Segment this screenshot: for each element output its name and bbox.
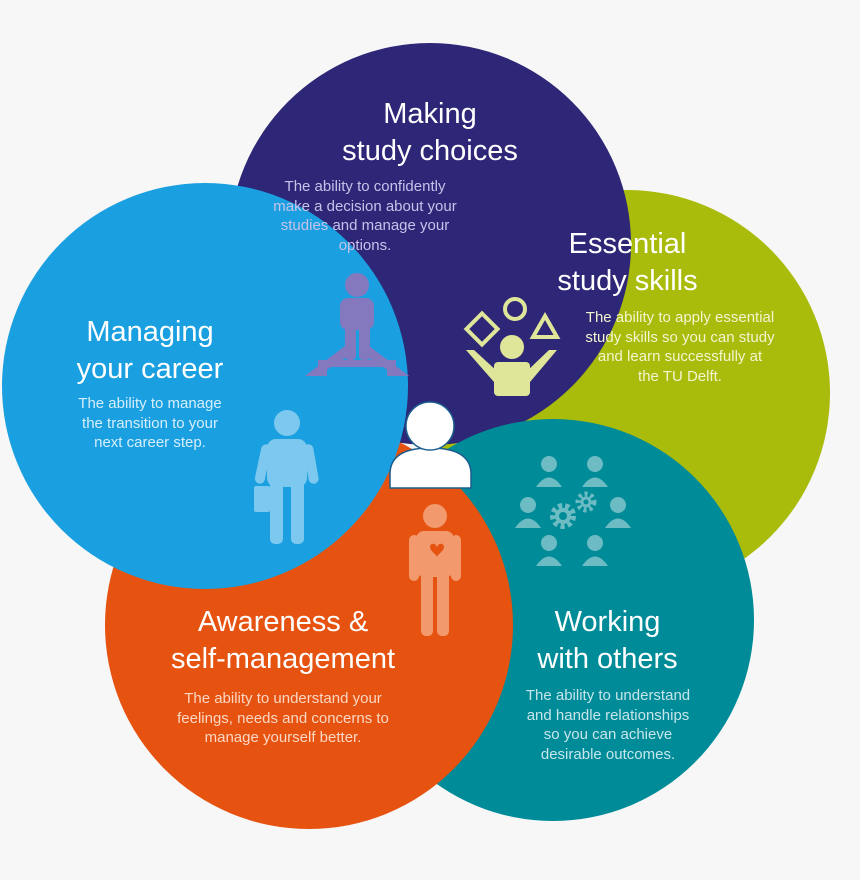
person-juggling-shapes-icon [463,297,561,348]
team-with-gears-icon [515,456,631,566]
businessman-with-briefcase-icon [254,410,319,544]
person-with-heart-icon [409,504,461,636]
person-at-crossroads-icon [305,273,409,376]
working-with-others-title: Working with others [537,606,678,675]
awareness-title: Awareness & self-management [170,606,396,675]
career-title: Managing your career [76,316,224,385]
awareness-description: The ability to understand your feelings,… [177,690,389,746]
juggler-body [466,335,557,396]
career-description: The ability to manage the transition to … [78,395,222,451]
heart-icon [430,543,444,557]
circle-managing-career [2,183,408,589]
study-skills-description: The ability to apply essential study ski… [585,309,775,385]
working-with-others-description: The ability to understand and handle rel… [525,687,691,763]
study-skills-title: Essential study skills [557,228,698,297]
student-avatar-icon [389,401,472,489]
study-choices-description: The ability to confidently make a decisi… [273,178,457,254]
gear-icon [550,491,597,529]
study-choices-title: Making study choices [342,98,518,167]
